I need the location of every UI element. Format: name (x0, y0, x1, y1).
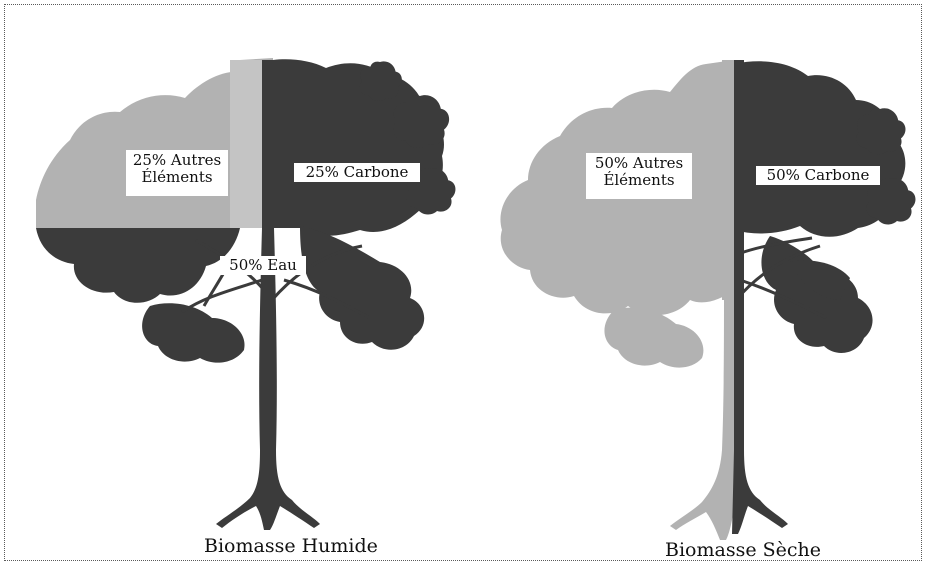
dry-other-label-line1: 50% Autres (586, 155, 692, 172)
wet-other-elements-label: 25% Autres Éléments (126, 150, 228, 196)
dry-carbon-label: 50% Carbone (756, 166, 880, 185)
dry-tree (500, 60, 915, 540)
wet-other-label-line2: Éléments (126, 169, 228, 186)
wet-water-canopy (36, 226, 424, 363)
wet-carbon-region (273, 59, 455, 235)
dry-caption: Biomasse Sèche (665, 539, 821, 561)
wet-water-label: 50% Eau (220, 256, 306, 275)
wet-other-label-line1: 25% Autres (126, 152, 228, 169)
dry-carbon-region (734, 61, 915, 353)
dry-other-elements-label: 50% Autres Éléments (586, 153, 692, 199)
dry-other-elements-region (500, 60, 736, 540)
wet-tree (36, 58, 455, 530)
wet-upper-trunk (262, 60, 274, 228)
dry-other-label-line2: Éléments (586, 172, 692, 189)
wet-caption: Biomasse Humide (204, 535, 378, 557)
wet-carbon-label: 25% Carbone (294, 163, 420, 182)
